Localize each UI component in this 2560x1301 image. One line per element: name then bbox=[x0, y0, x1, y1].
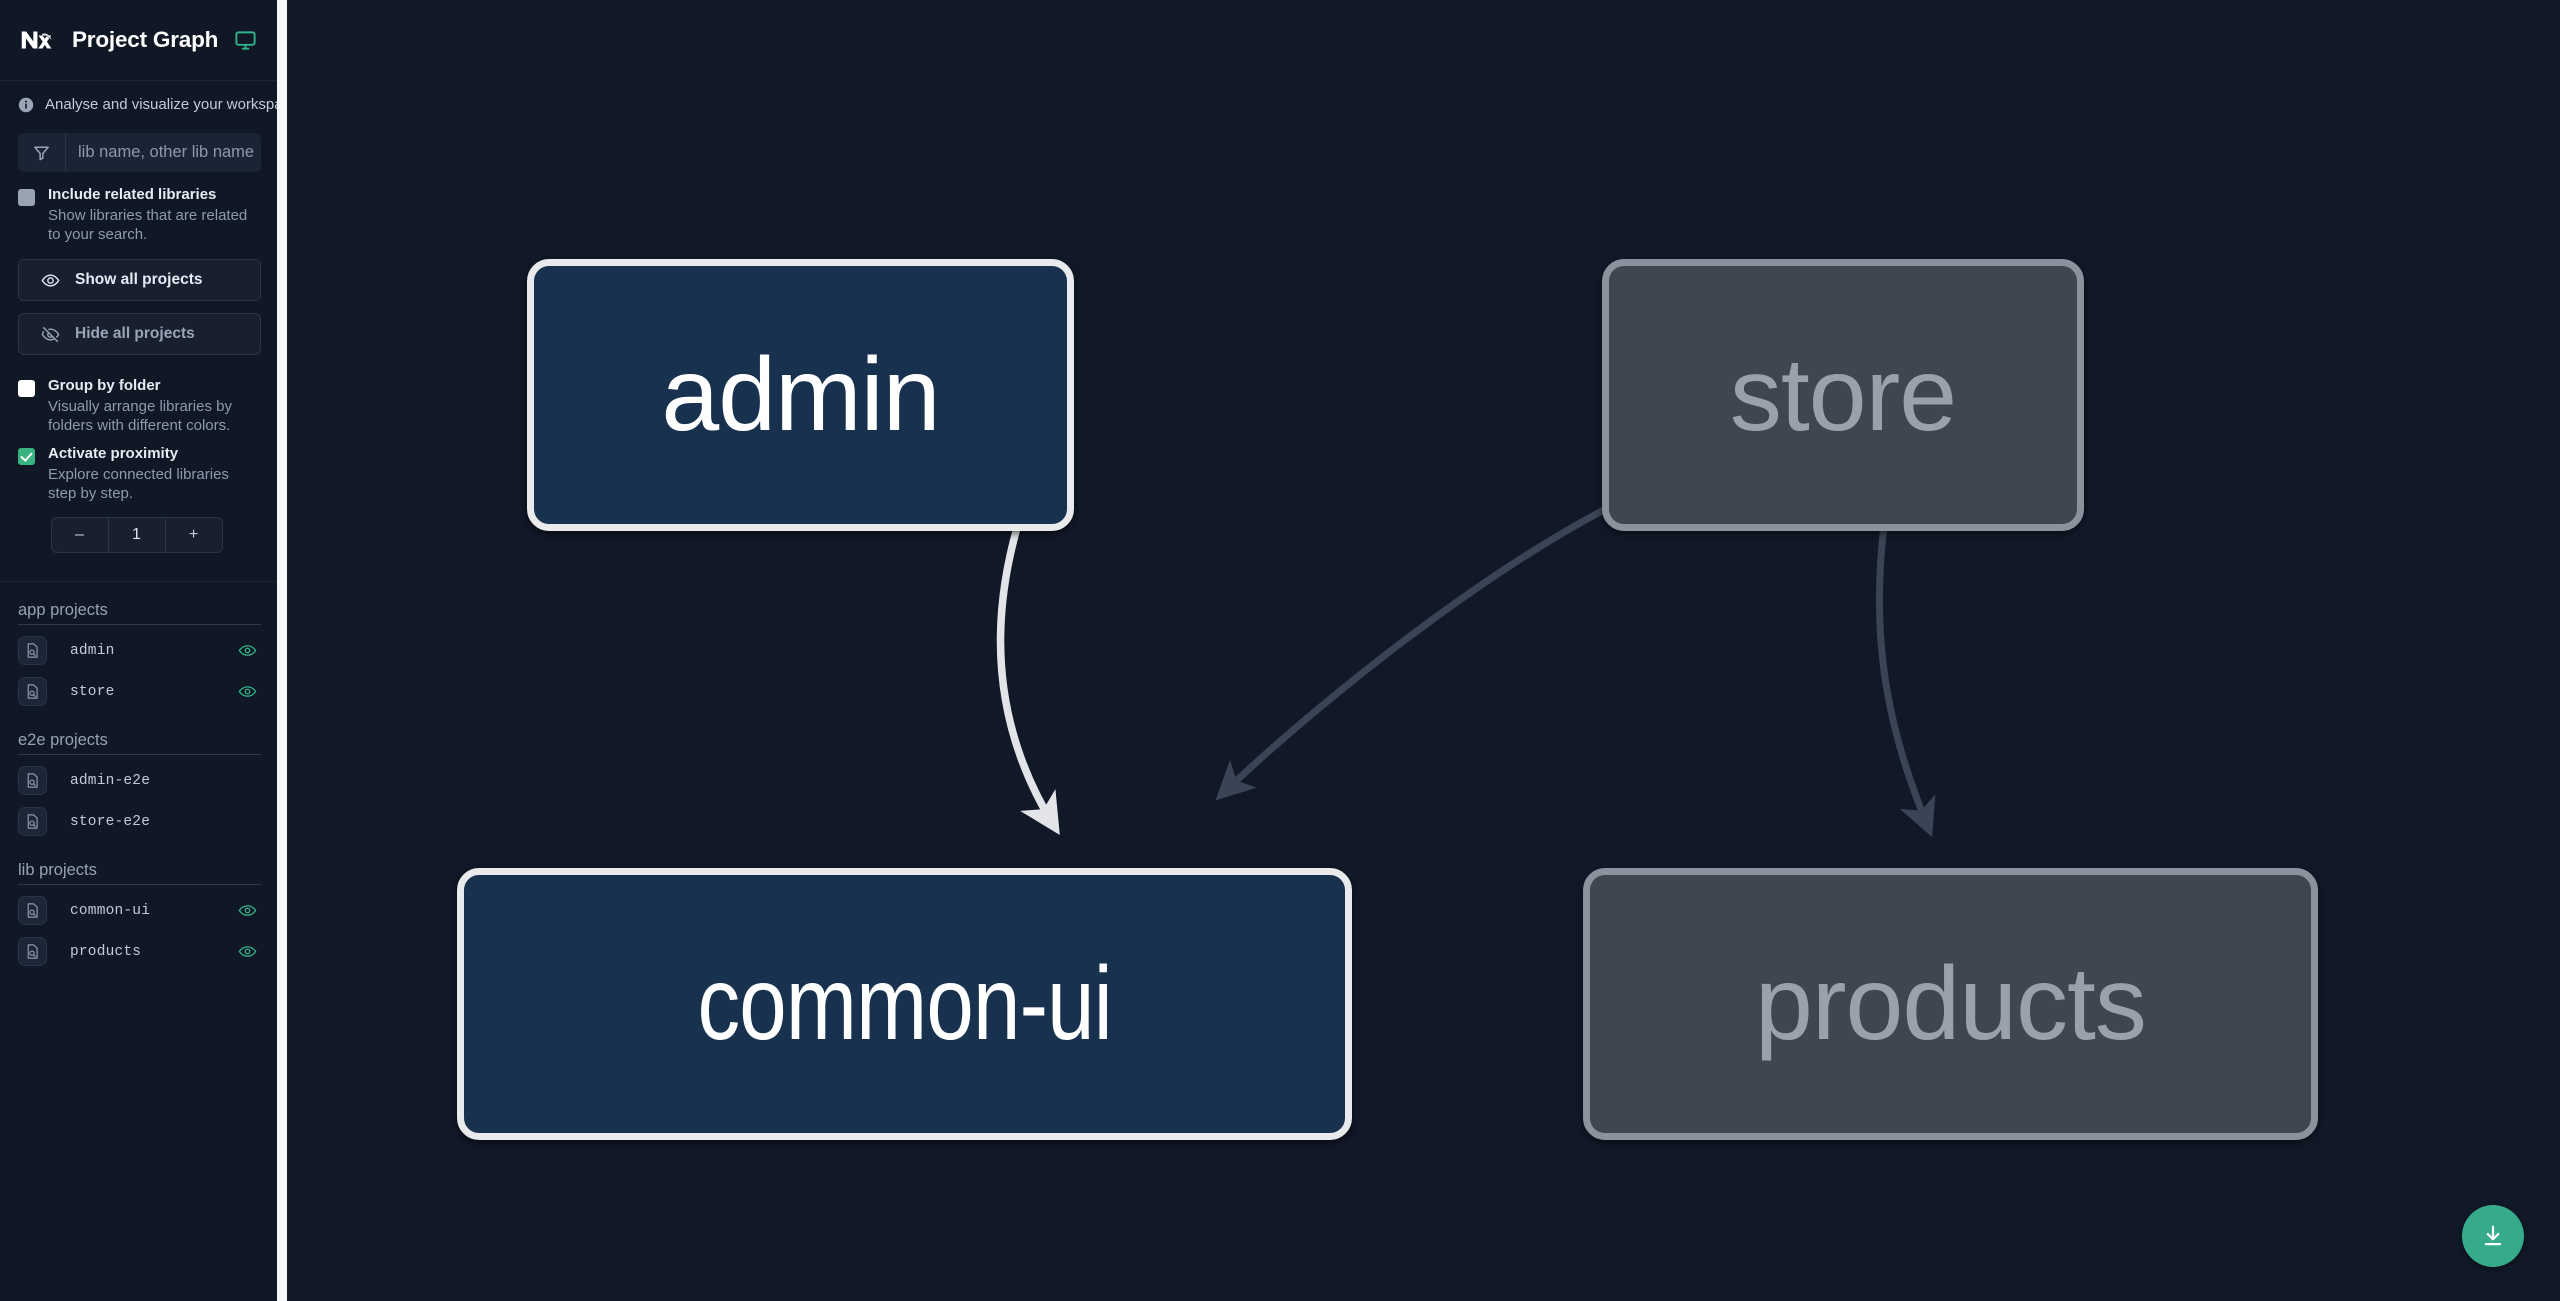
sidebar-resize-handle[interactable] bbox=[277, 0, 287, 1301]
project-name: products bbox=[70, 943, 142, 960]
project-row-admin[interactable]: admin bbox=[18, 630, 261, 671]
project-name: common-ui bbox=[70, 902, 151, 919]
group-rule bbox=[18, 754, 261, 756]
group-rule bbox=[18, 884, 261, 886]
activate-proximity-description: Explore connected libraries step by step… bbox=[48, 466, 229, 503]
sidebar-divider bbox=[0, 581, 277, 583]
show-all-projects-label: Show all projects bbox=[75, 271, 203, 289]
project-file-icon bbox=[18, 636, 47, 666]
sidebar-header: Project Graph bbox=[0, 0, 277, 81]
group-title-app-projects: app projects bbox=[18, 601, 108, 620]
proximity-increment-button[interactable]: + bbox=[164, 518, 222, 553]
project-name: admin bbox=[70, 642, 115, 659]
visibility-buttons: Show all projects Hide all projects bbox=[18, 259, 261, 356]
graph-node-admin[interactable]: admin bbox=[527, 259, 1074, 531]
show-all-projects-button[interactable]: Show all projects bbox=[18, 259, 261, 302]
project-file-icon bbox=[18, 677, 47, 707]
proximity-decrement-button[interactable]: – bbox=[75, 526, 84, 544]
group-title-e2e-projects: e2e projects bbox=[18, 731, 108, 750]
project-group-e2e: e2e projects admin-e2e bbox=[0, 712, 277, 842]
project-file-icon bbox=[18, 896, 47, 926]
project-row-admin-e2e[interactable]: admin-e2e bbox=[18, 760, 261, 801]
eye-off-icon bbox=[41, 325, 60, 344]
activate-proximity-label: Activate proximity bbox=[48, 445, 179, 463]
project-file-icon bbox=[18, 937, 47, 967]
eye-visible-icon[interactable] bbox=[238, 942, 257, 961]
graph-node-common-ui[interactable]: common-ui bbox=[457, 868, 1352, 1140]
proximity-value: 1 bbox=[107, 518, 165, 553]
project-row-store-e2e[interactable]: store-e2e bbox=[18, 801, 261, 842]
group-rule bbox=[18, 624, 261, 626]
eye-placeholder bbox=[238, 812, 257, 831]
project-name: store-e2e bbox=[70, 813, 151, 830]
nx-logo bbox=[17, 21, 55, 59]
info-icon bbox=[18, 97, 34, 113]
filter-icon[interactable] bbox=[18, 133, 66, 172]
option-group-by-folder[interactable]: Group by folder Visually arrange librari… bbox=[0, 355, 277, 435]
group-title-lib-projects: lib projects bbox=[18, 861, 97, 880]
graph-node-products[interactable]: products bbox=[1583, 868, 2318, 1140]
project-group-lib: lib projects common-ui bbox=[0, 842, 277, 972]
hide-all-projects-button[interactable]: Hide all projects bbox=[18, 313, 261, 356]
eye-placeholder bbox=[238, 771, 257, 790]
sidebar-tagline: Analyse and visualize your workspace. bbox=[0, 81, 277, 125]
graph-node-label: products bbox=[1755, 946, 2147, 1062]
edge-store-to-products bbox=[1875, 524, 1936, 838]
include-related-checkbox[interactable] bbox=[18, 189, 35, 206]
graph-canvas[interactable]: admin store common-ui products bbox=[277, 0, 2560, 1301]
project-row-common-ui[interactable]: common-ui bbox=[18, 890, 261, 931]
project-row-store[interactable]: store bbox=[18, 671, 261, 712]
project-name: store bbox=[70, 683, 115, 700]
monitor-icon[interactable] bbox=[234, 29, 257, 52]
group-by-folder-label: Group by folder bbox=[48, 377, 161, 395]
proximity-stepper-wrap: – 1 + bbox=[0, 517, 277, 554]
search-input[interactable] bbox=[66, 133, 261, 172]
group-by-folder-checkbox[interactable] bbox=[18, 380, 35, 398]
include-related-description: Show libraries that are related to your … bbox=[48, 206, 248, 243]
eye-visible-icon[interactable] bbox=[238, 682, 257, 701]
search-box[interactable] bbox=[18, 133, 261, 172]
project-file-icon bbox=[18, 766, 47, 796]
eye-visible-icon[interactable] bbox=[238, 901, 257, 920]
project-row-products[interactable]: products bbox=[18, 931, 261, 972]
graph-node-label: admin bbox=[661, 337, 940, 453]
eye-icon bbox=[41, 271, 60, 290]
activate-proximity-checkbox[interactable] bbox=[18, 448, 35, 466]
graph-node-label: store bbox=[1729, 337, 1957, 453]
download-icon bbox=[2484, 1225, 2502, 1246]
project-name: admin-e2e bbox=[70, 772, 151, 789]
option-include-related-libraries[interactable]: Include related libraries Show libraries… bbox=[0, 172, 277, 244]
edge-admin-to-common-ui bbox=[996, 525, 1060, 835]
eye-visible-icon[interactable] bbox=[238, 641, 257, 660]
proximity-stepper: – 1 + bbox=[50, 517, 223, 554]
project-file-icon bbox=[18, 807, 47, 837]
project-group-app: app projects admin bbox=[0, 582, 277, 712]
option-activate-proximity[interactable]: Activate proximity Explore connected lib… bbox=[0, 435, 277, 503]
graph-node-label: common-ui bbox=[697, 946, 1112, 1062]
group-by-folder-description: Visually arrange libraries by folders wi… bbox=[48, 397, 232, 435]
download-graph-button[interactable] bbox=[2462, 1205, 2524, 1267]
include-related-label: Include related libraries bbox=[48, 186, 217, 203]
graph-node-store[interactable]: store bbox=[1602, 259, 2084, 531]
page-title: Project Graph bbox=[72, 27, 219, 52]
sidebar: Project Graph Analyse and visualize your… bbox=[0, 0, 277, 1301]
tagline-text: Analyse and visualize your workspace. bbox=[45, 96, 277, 113]
search-row bbox=[18, 133, 261, 172]
hide-all-projects-label: Hide all projects bbox=[75, 325, 195, 343]
